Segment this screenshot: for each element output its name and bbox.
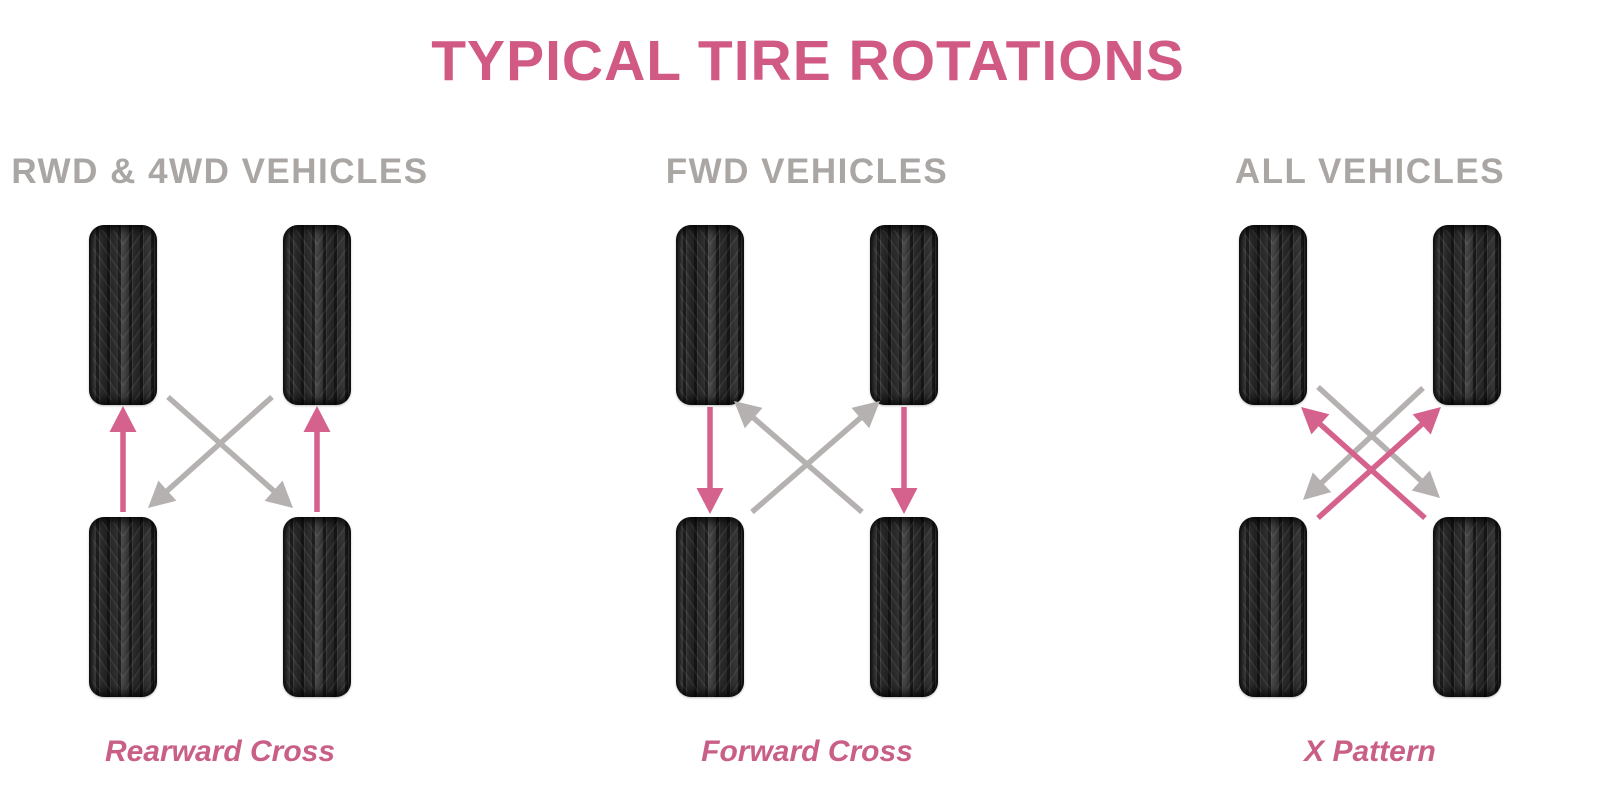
rotation-arrow-rear-right-to-front-left: [1301, 407, 1427, 521]
tire-rear-left: [89, 517, 157, 697]
rotation-arrow-front-right-to-rear-right: [890, 407, 918, 514]
tire-front-right: [283, 225, 351, 405]
rotation-arrow-front-right-to-rear-left: [148, 394, 274, 508]
panel-caption: Forward Cross: [701, 735, 913, 768]
rotation-panel-rwd-4wd: RWD & 4WD VEHICLES Rearward Cross: [0, 140, 440, 780]
tire-rear-left: [1239, 517, 1307, 697]
tire-front-right: [1433, 225, 1501, 405]
tire-rear-right: [1433, 517, 1501, 697]
rotation-arrow-rear-right-to-front-left: [734, 401, 864, 515]
panel-heading: ALL VEHICLES: [1234, 152, 1506, 191]
panel-caption: Rearward Cross: [104, 735, 336, 768]
tire-rear-right: [870, 517, 938, 697]
rotation-arrow-front-left-to-rear-right: [166, 394, 293, 508]
rotation-arrow-rear-left-to-front-left: [109, 406, 137, 512]
panel-heading: RWD & 4WD VEHICLES: [11, 152, 429, 191]
rotation-arrow-rear-left-to-front-right: [1316, 407, 1441, 521]
rotation-panel-all: ALL VEHICLES X Pattern: [1150, 140, 1590, 780]
tire-front-left: [89, 225, 157, 405]
rotation-arrow-front-left-to-rear-left: [696, 407, 724, 514]
rotation-arrow-front-left-to-rear-right: [1316, 384, 1440, 498]
tire-front-right: [870, 225, 938, 405]
rotation-arrows: [1301, 384, 1441, 521]
rotation-arrows: [696, 401, 918, 515]
tire-rear-right: [283, 517, 351, 697]
rotation-arrow-front-right-to-rear-left: [1303, 385, 1425, 500]
rotation-arrows: [109, 394, 331, 512]
rotation-arrow-rear-left-to-front-right: [750, 401, 880, 515]
rotation-panel-fwd: FWD VEHICLES Forward Cross: [587, 140, 1027, 780]
panel-caption: X Pattern: [1304, 735, 1436, 768]
tire-rear-left: [676, 517, 744, 697]
panel-heading: FWD VEHICLES: [665, 152, 949, 191]
tire-front-left: [676, 225, 744, 405]
tire-front-left: [1239, 225, 1307, 405]
page-title: TYPICAL TIRE ROTATIONS: [431, 29, 1185, 93]
rotation-arrow-rear-right-to-front-right: [303, 406, 331, 512]
